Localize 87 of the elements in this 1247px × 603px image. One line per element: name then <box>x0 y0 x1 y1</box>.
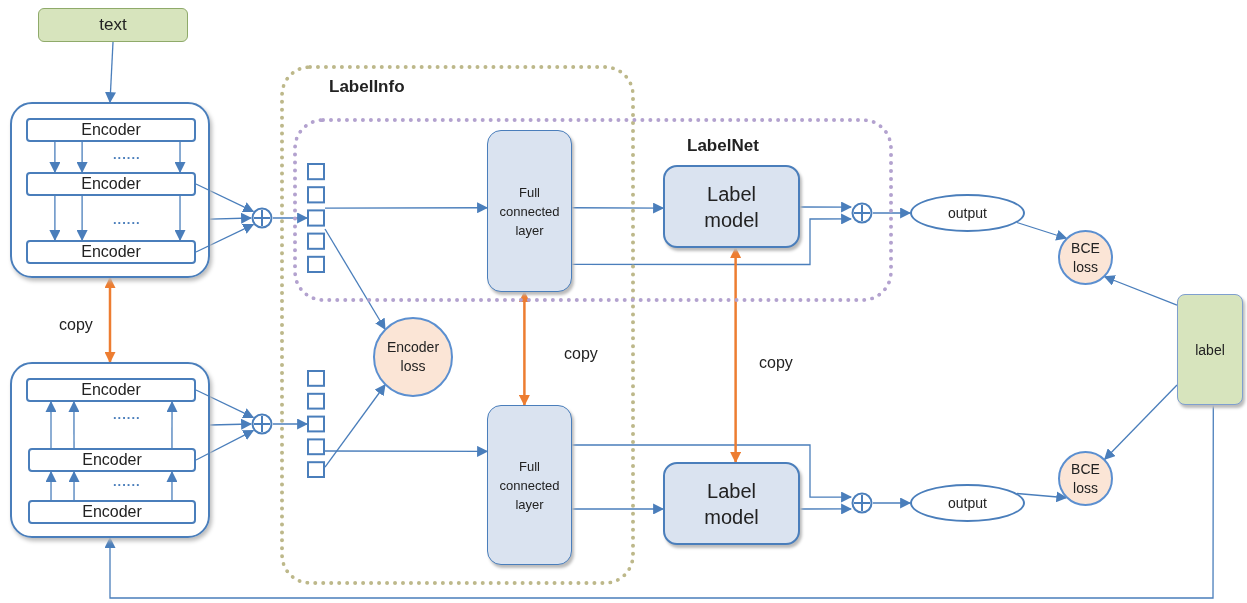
input-box <box>38 8 188 42</box>
encoder-box <box>26 118 196 142</box>
arrow <box>195 223 255 253</box>
arrow <box>68 470 80 501</box>
loss-circle <box>1058 230 1113 285</box>
plus-circle-icon <box>251 413 273 435</box>
arrow <box>1103 275 1178 306</box>
ellipsis-dots: ...... <box>113 410 141 420</box>
encoder-box <box>26 240 196 264</box>
node-label: Encoder <box>82 451 142 469</box>
model-box <box>663 165 800 248</box>
arrow <box>68 400 80 449</box>
node-label: text <box>99 15 127 35</box>
arrow <box>76 195 88 242</box>
arrow <box>166 470 178 501</box>
ellipsis-dots: ...... <box>113 215 141 225</box>
loss-circle <box>1058 451 1113 506</box>
arrow <box>49 141 61 174</box>
node-label: BCE loss <box>1070 459 1101 498</box>
node-label: Label model <box>703 181 760 233</box>
arrow <box>76 141 88 174</box>
encoder-stack-panel <box>10 362 210 538</box>
encoder-stack-panel <box>10 102 210 278</box>
arrow <box>195 183 255 213</box>
arrow <box>105 41 116 104</box>
vector-stack-drawing <box>307 370 325 478</box>
arrow <box>799 503 853 515</box>
arrow <box>1104 384 1178 461</box>
node-label: Label model <box>703 478 760 530</box>
arrow <box>1016 491 1068 503</box>
arrow <box>799 201 853 213</box>
plus-circle-icon <box>251 207 273 229</box>
arrow <box>174 141 186 174</box>
node-label: Encoder <box>81 175 141 193</box>
copy-arrow <box>104 276 116 364</box>
arrow <box>324 445 489 457</box>
arrow <box>872 497 912 509</box>
arrow <box>1016 221 1068 241</box>
arrow <box>571 202 665 214</box>
arrow <box>272 418 309 430</box>
plus-circle-icon <box>851 492 873 514</box>
arrow <box>324 384 386 468</box>
arrow <box>872 207 912 219</box>
arrow <box>104 404 1214 599</box>
arrow <box>49 195 61 242</box>
node-label: Encoder loss <box>385 338 441 376</box>
region-title: LabelNet <box>687 136 759 156</box>
node-label: Encoder <box>81 381 141 399</box>
encoder-box <box>28 448 196 472</box>
region-title: LabelInfo <box>329 77 405 97</box>
node-label: Encoder <box>81 243 141 261</box>
model-box <box>663 462 800 545</box>
arrow <box>195 389 255 419</box>
copy-arrow <box>730 246 742 464</box>
node-label: Full connected layer <box>498 183 561 240</box>
arrow <box>195 429 255 461</box>
arrow <box>571 213 853 266</box>
arrow <box>45 400 57 449</box>
arrow <box>272 212 309 224</box>
arrow <box>174 195 186 242</box>
node-label: Encoder <box>82 503 142 521</box>
ellipsis-dots: ...... <box>113 477 141 487</box>
arrow <box>209 212 253 224</box>
arrow <box>571 444 853 503</box>
node-label: output <box>948 495 987 511</box>
vector-stack-drawing <box>307 163 325 273</box>
copy-arrow <box>518 290 530 407</box>
encoder-box <box>26 172 196 196</box>
arrow <box>166 400 178 449</box>
layer-box <box>487 130 572 292</box>
ellipsis-dots: ...... <box>113 150 141 160</box>
label-box <box>1177 294 1243 405</box>
arrow <box>45 470 57 501</box>
encoder-box <box>26 378 196 402</box>
arrow <box>571 503 665 515</box>
node-label: label <box>1195 341 1225 358</box>
arrow <box>209 418 253 430</box>
node-label: output <box>948 205 987 221</box>
node-label: BCE loss <box>1070 238 1101 277</box>
loss-circle <box>373 317 453 397</box>
arrow <box>324 202 489 214</box>
layer-box <box>487 405 572 565</box>
plus-circle-icon <box>851 202 873 224</box>
node-label: Full connected layer <box>498 457 561 514</box>
arrow <box>324 228 386 330</box>
encoder-box <box>28 500 196 524</box>
node-label: Encoder <box>81 121 141 139</box>
